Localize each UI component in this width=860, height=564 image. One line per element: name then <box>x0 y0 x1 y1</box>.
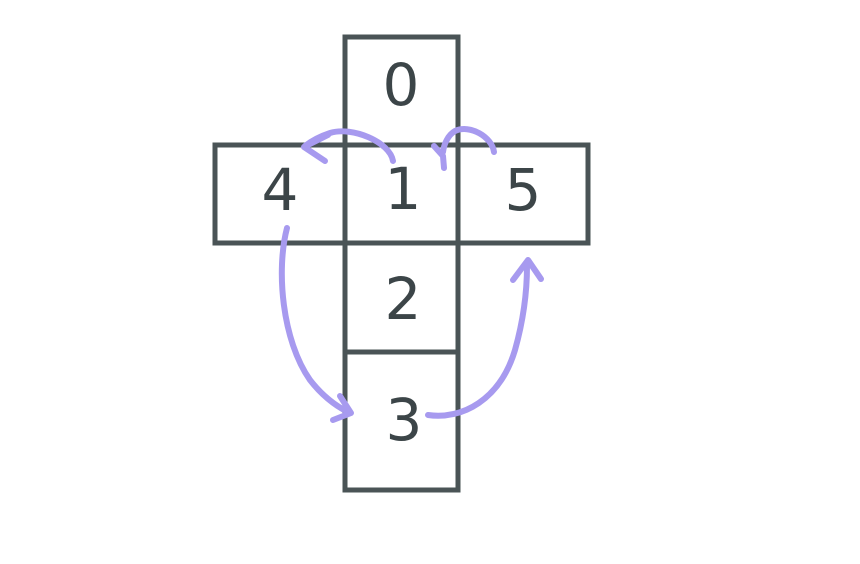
face-label-4: 4 <box>262 156 299 224</box>
arrow-0-to-5 <box>431 126 497 171</box>
arrow-layer <box>278 126 544 423</box>
arrow-3-to-5-body <box>425 263 530 419</box>
face-label-layer: 0 4 1 5 2 3 <box>262 51 542 454</box>
arrow-4-to-3-head <box>330 393 354 423</box>
net-grid <box>212 34 591 493</box>
center-column-border <box>342 240 461 493</box>
arrow-1-to-4-head <box>301 132 331 164</box>
arrow-4-to-3 <box>278 225 354 423</box>
arrow-0-to-5-head <box>431 143 447 171</box>
face-label-5: 5 <box>505 156 542 224</box>
middle-row-border <box>212 142 591 246</box>
face-label-1: 1 <box>385 155 422 223</box>
arrow-3-to-5 <box>425 257 544 419</box>
face-label-2: 2 <box>385 265 422 333</box>
arrow-0-to-5-body <box>440 126 497 155</box>
arrow-4-to-3-body <box>278 225 351 415</box>
face-label-0: 0 <box>383 51 420 119</box>
arrow-1-to-4 <box>301 128 396 164</box>
arrow-3-to-5-head <box>510 257 544 283</box>
face-label-3: 3 <box>386 386 423 454</box>
